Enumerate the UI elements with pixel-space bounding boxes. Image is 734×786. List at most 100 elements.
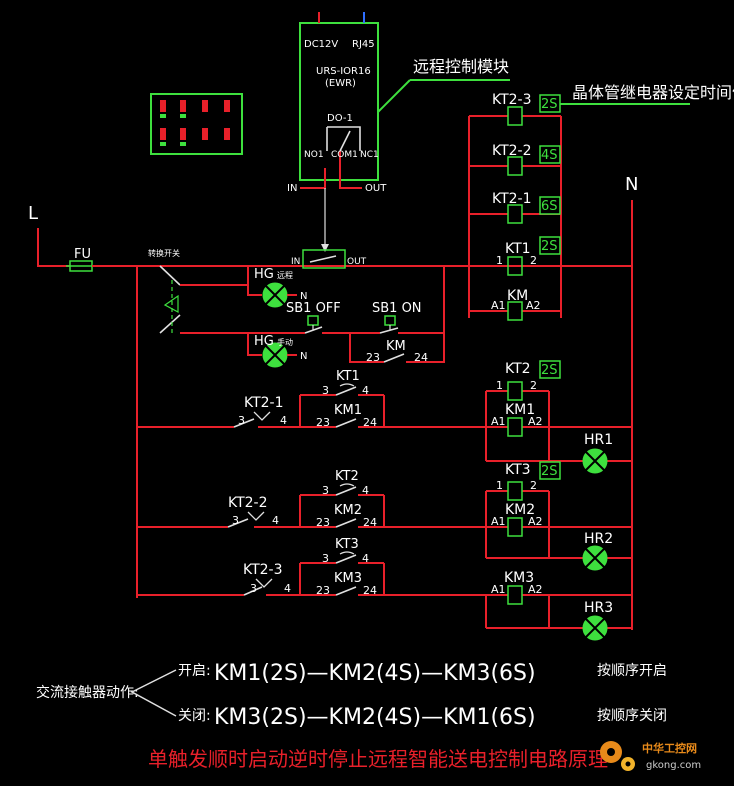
coil-kt2-2: KT2-2 bbox=[492, 143, 532, 159]
dip-switches bbox=[160, 100, 230, 146]
module-out-lead bbox=[339, 172, 362, 189]
kt3-n4: 4 bbox=[362, 552, 369, 565]
module-out-label: OUT bbox=[365, 183, 387, 194]
time-box-kt3 bbox=[539, 461, 561, 480]
km3-pin-a2: A2 bbox=[528, 583, 543, 596]
time-box-kt2 bbox=[539, 360, 561, 379]
km-hold-label: KM bbox=[386, 339, 406, 354]
inline-switch bbox=[302, 249, 346, 269]
kt2-2-n4: 4 bbox=[272, 514, 279, 527]
kt3-pin2: 2 bbox=[530, 479, 537, 492]
legend-close-prefix: 关闭: bbox=[178, 708, 211, 724]
kt1-n4: 4 bbox=[362, 384, 369, 397]
remote-lamp-sub: 远程 bbox=[277, 271, 293, 280]
time-box-kt2-1 bbox=[539, 196, 561, 215]
km1-coil-label: KM1 bbox=[505, 402, 535, 418]
km-hold-n23: 23 bbox=[366, 351, 380, 364]
remote-lamp-label: HG bbox=[254, 267, 274, 282]
kt2-pin1: 1 bbox=[496, 379, 503, 392]
kt3-coil-label: KT3 bbox=[505, 462, 531, 478]
km2-contact bbox=[335, 518, 357, 528]
kt3-pin1: 1 bbox=[496, 479, 503, 492]
km1-coil bbox=[507, 417, 523, 437]
inline-switch-out: OUT bbox=[347, 257, 367, 267]
watermark-main: 中华工控网 bbox=[642, 741, 697, 755]
manual-lamp-sub: 手动 bbox=[277, 337, 293, 347]
km1-pin-a1: A1 bbox=[491, 415, 506, 428]
module-model: URS-IOR16 bbox=[316, 66, 371, 77]
hr3-label: HR3 bbox=[584, 600, 613, 616]
relay-contact-wire bbox=[327, 126, 361, 151]
kt2-3-n3: 3 bbox=[250, 582, 257, 595]
relay-com1: COM1 bbox=[331, 150, 358, 160]
legend-open-suffix: 按顺序开启 bbox=[597, 663, 667, 679]
legend-close-suffix: 按顺序关闭 bbox=[597, 708, 667, 724]
fuse-label: FU bbox=[74, 247, 91, 262]
kt2-1-contact bbox=[233, 418, 255, 428]
remote-lamp-n: N bbox=[300, 291, 307, 302]
port-rj45: RJ45 bbox=[352, 39, 375, 50]
km3-contact-label: KM3 bbox=[334, 571, 362, 586]
rail-l bbox=[37, 228, 70, 267]
inline-switch-in: IN bbox=[291, 257, 300, 267]
off-button-label: SB1 OFF bbox=[286, 301, 341, 316]
km3-pin-a1: A1 bbox=[491, 583, 506, 596]
legend-open-prefix: 开启: bbox=[178, 663, 211, 679]
coil-kt1: KT1 bbox=[505, 241, 531, 257]
kt1-pin1: 1 bbox=[496, 254, 503, 267]
kt1-contact bbox=[335, 386, 357, 396]
legend-close-seq: KM3(2S)—KM2(4S)—KM1(6S) bbox=[214, 705, 536, 730]
km3-contact bbox=[335, 586, 357, 596]
kt2-3-n4: 4 bbox=[284, 582, 291, 595]
kt1-contact-label: KT1 bbox=[336, 369, 360, 384]
hr2-label: HR2 bbox=[584, 531, 613, 547]
kt2-1-label: KT2-1 bbox=[244, 395, 284, 411]
coil-kt2-3: KT2-3 bbox=[492, 92, 532, 108]
coil-km: KM bbox=[507, 288, 528, 304]
kt2-2-label: KT2-2 bbox=[228, 495, 268, 511]
kt2-contact bbox=[335, 486, 357, 496]
kt2-coil bbox=[507, 381, 523, 401]
gkong-logo bbox=[600, 741, 635, 771]
km3-n24: 24 bbox=[363, 584, 377, 597]
line-n-label: N bbox=[625, 174, 638, 195]
relay-contact bbox=[339, 130, 351, 152]
time-kt2-1: 6S bbox=[541, 199, 558, 214]
km2-coil-label: KM2 bbox=[505, 502, 535, 518]
legend-bracket bbox=[130, 669, 177, 717]
port-dc12v: DC12V bbox=[304, 39, 338, 50]
kt2-n4: 4 bbox=[362, 484, 369, 497]
time-box-kt2-2 bbox=[539, 145, 561, 164]
time-kt3: 2S bbox=[541, 464, 558, 479]
transfer-switch-label: 转换开关 bbox=[148, 248, 180, 258]
hr1-label: HR1 bbox=[584, 432, 613, 448]
transfer-switch-upper bbox=[159, 265, 181, 286]
km3-n23: 23 bbox=[316, 584, 330, 597]
module-model-sub: (EWR) bbox=[325, 78, 356, 89]
time-box-kt1 bbox=[539, 236, 561, 255]
transfer-switch-lower bbox=[159, 314, 181, 334]
coil-kt2-1: KT2-1 bbox=[492, 191, 532, 207]
watermark-sub: gkong.com bbox=[646, 760, 701, 771]
km2-pin-a1: A1 bbox=[491, 515, 506, 528]
manual-lamp-label: HG bbox=[254, 334, 274, 349]
km2-n24: 24 bbox=[363, 516, 377, 529]
time-kt2: 2S bbox=[541, 363, 558, 378]
km3-coil-label: KM3 bbox=[504, 570, 534, 586]
km1-contact bbox=[335, 418, 357, 428]
km3-coil bbox=[507, 585, 523, 605]
kt2-2-contact bbox=[227, 518, 249, 528]
km2-pin-a2: A2 bbox=[528, 515, 543, 528]
kt2-pin2: 2 bbox=[530, 379, 537, 392]
km2-contact-label: KM2 bbox=[334, 503, 362, 518]
line-l-label: L bbox=[28, 203, 38, 224]
module-in-label: IN bbox=[287, 183, 297, 194]
timer-note: 晶体管继电器设定时间值 bbox=[572, 83, 734, 102]
on-button bbox=[384, 315, 396, 326]
module-title: 远程控制模块 bbox=[413, 57, 509, 76]
time-kt2-3: 2S bbox=[541, 97, 558, 112]
kt2-3-label: KT2-3 bbox=[243, 562, 283, 578]
diagram-caption: 单触发顺时启动逆时停止远程智能送电控制电路原理 bbox=[148, 747, 608, 771]
manual-lamp-n: N bbox=[300, 351, 307, 362]
km-hold-n24: 24 bbox=[414, 351, 428, 364]
